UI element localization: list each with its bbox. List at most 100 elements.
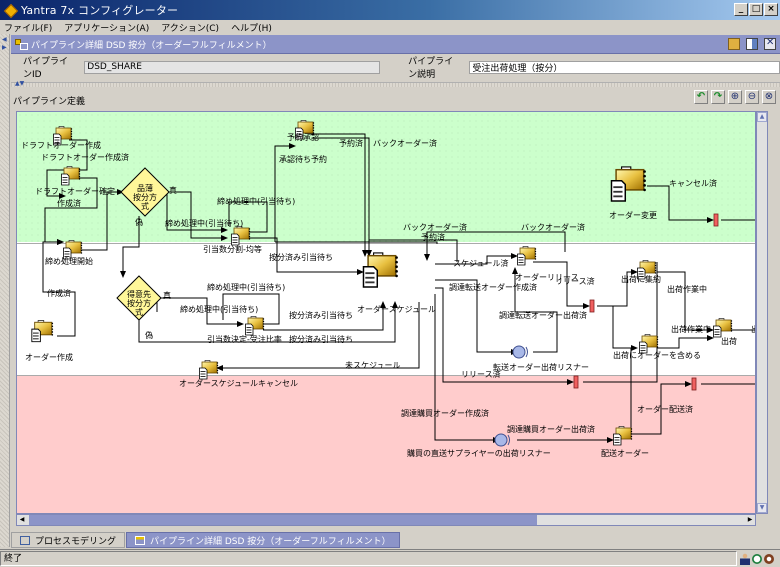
order-change-node-icon[interactable] [609,166,653,203]
edge-label: リリース済 [555,277,595,286]
scroll-up-icon[interactable]: ▲ [757,112,767,122]
edge-label: 按分済み引当待ち [289,311,353,320]
clock-icon[interactable] [752,553,762,564]
node-schedule-cancel[interactable]: オーダースケジュールキャンセル [179,379,299,388]
layout-icon[interactable] [746,38,758,50]
undo-icon[interactable]: ↶ [694,90,708,104]
node-alloc-even[interactable]: 引当数分割-均等 [203,245,262,254]
alloc-even-node-icon[interactable] [231,226,253,246]
order-create-node-icon[interactable] [31,320,57,343]
close-start-node-icon[interactable] [63,240,85,260]
pipeline-canvas[interactable]: ドラフトオーダー作成 ドラフトオーダー確定 品薄 按分方式 予約承認 オーダー変… [16,111,756,514]
node-transfer-listener[interactable]: 転送オーダー出荷リスナー [493,363,589,372]
draft-confirm-node-icon[interactable] [61,166,83,186]
edge-label: 真 [169,186,177,195]
node-close-start[interactable]: 締め処理開始 [45,257,93,266]
splitter-arrows-icon[interactable]: ▲▼ [15,80,25,87]
power-icon[interactable] [764,553,774,564]
edge-label: 作成済 [47,289,71,298]
pipeline-id-field[interactable] [84,60,381,74]
edge-label: 真 [163,291,171,300]
scroll-down-icon[interactable]: ▼ [757,503,767,513]
redo-icon[interactable]: ↷ [711,90,725,104]
edge-label: 予約済 [421,233,445,242]
pipeline-icon [135,535,146,545]
bottom-tabs: プロセスモデリング パイプライン詳細 DSD 按分（オーダーフルフィルメント） [11,532,780,548]
close-button[interactable]: × [764,3,778,16]
zoom-fit-icon[interactable]: ⊗ [762,90,776,104]
node-alloc-ratio[interactable]: 引当数決定-受注比率 [207,335,282,344]
node-schedule[interactable]: オーダースケジュール [357,305,437,314]
schedule-node-icon[interactable] [361,252,405,289]
splitter[interactable]: ▲▼ [11,80,780,87]
node-cond-customer[interactable]: 得意先 按分方式 [127,290,151,317]
schedule-cancel-node-icon[interactable] [199,360,221,380]
node-supplier-listener[interactable]: 購買の直送サプライヤーの出荷リスナー [407,449,551,458]
vertical-scrollbar[interactable]: ▲ ▼ [756,111,768,514]
node-draft-create[interactable]: ドラフトオーダー作成 [21,141,101,150]
pipeline-desc-field[interactable] [469,60,780,74]
edge-label: 出荷作業中 [671,325,711,334]
shipment-node-icon[interactable] [713,318,735,338]
user-icon[interactable] [740,552,750,565]
node-draft-confirm[interactable]: ドラフトオーダー確定 [35,187,115,196]
cond-item-diamond [120,167,170,217]
node-order-create[interactable]: オーダー作成 [25,353,73,362]
process-modeling-icon [20,535,30,545]
node-include-in-shipment[interactable]: 出荷にオーダーを含める [613,351,701,360]
menu-help[interactable]: ヘルプ(H) [231,23,272,34]
edge-label: リリース済 [461,370,501,379]
node-cond-item[interactable]: 品薄 按分方式 [133,184,157,211]
tab-label: プロセスモデリング [35,536,117,547]
zoom-out-icon[interactable]: ⊖ [745,90,759,104]
node-shipment[interactable]: 出荷 [721,337,737,346]
edge-shipping-work2 [657,335,714,349]
tab-process-modeling[interactable]: プロセスモデリング [11,532,126,548]
edge-label: 按分済み引当待ち [269,253,333,262]
draft-create-node-icon[interactable] [53,126,75,146]
edge-closing-wait2 [228,201,268,233]
scroll-left-icon[interactable]: ◀ [19,516,25,523]
save-icon[interactable] [728,38,740,50]
node-reserve-approve[interactable]: 予約承認 [287,133,319,142]
edge-true2 [157,297,244,327]
menu-bar: ファイル(F) アプリケーション(A) アクション(C) ヘルプ(H) [0,20,780,34]
scroll-thumb[interactable] [29,515,537,525]
scroll-right-icon[interactable]: ▶ [747,516,753,523]
reserve-approve-node-icon[interactable] [295,120,317,140]
release-node-icon[interactable] [517,246,539,266]
menu-application[interactable]: アプリケーション(A) [64,23,150,34]
edge-scheduled [435,253,518,265]
left-collapse-strip[interactable]: ◀ ▶ [0,34,10,547]
edge-allocated-wait1 [249,237,364,275]
minimize-button[interactable]: _ [734,3,748,16]
edge-shipping-work1 [657,271,714,333]
transition-delivered [691,377,697,391]
collapse-left-icon[interactable]: ◀ [2,36,7,43]
edge-false2 [138,301,398,343]
expand-right-icon[interactable]: ▶ [2,44,7,51]
edge-approve-wait [274,143,296,242]
node-order-release[interactable]: オーダーリリース [515,273,579,282]
menu-action[interactable]: アクション(C) [161,23,220,34]
consolidate-node-icon[interactable] [637,260,659,280]
zoom-in-icon[interactable]: ⊕ [728,90,742,104]
edge-released2 [435,287,574,385]
node-delivery-order[interactable]: 配送オーダー [601,449,649,458]
delivery-order-node-icon[interactable] [613,426,635,446]
close-panel-icon[interactable] [764,37,776,50]
alloc-ratio-node-icon[interactable] [245,316,267,336]
title-bar: Yantra 7x コンフィグレーター _ □ × [0,0,780,20]
tab-pipeline-detail[interactable]: パイプライン詳細 DSD 按分（オーダーフルフィルメント） [126,532,400,548]
include-node-icon[interactable] [639,334,661,354]
edge-unscheduled [216,302,420,371]
edge-label: ドラフトオーダー作成済 [41,153,129,162]
horizontal-scrollbar[interactable]: ◀ ▶ [16,514,756,526]
node-order-change[interactable]: オーダー変更 [609,211,657,220]
edge-allocated-wait2 [263,301,386,331]
node-consolidate[interactable]: 出荷に集約 [621,275,661,284]
edge-closing-wait1 [166,192,228,233]
menu-file[interactable]: ファイル(F) [4,23,53,34]
maximize-button[interactable]: □ [749,3,763,16]
status-bar: 終了 [0,549,780,567]
